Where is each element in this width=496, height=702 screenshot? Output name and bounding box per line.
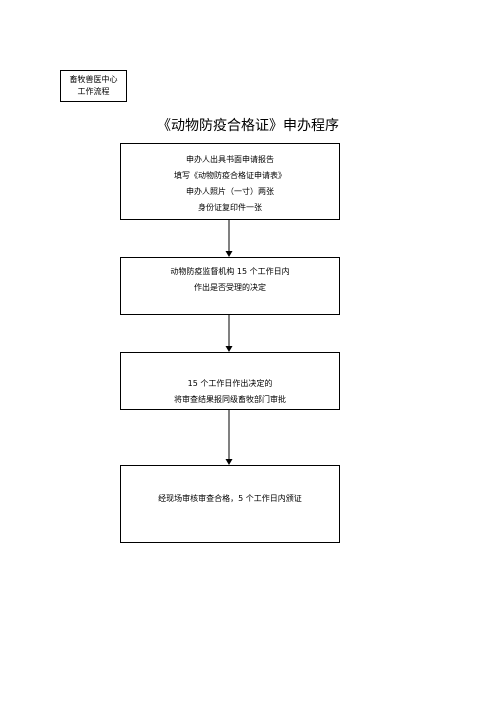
header-line-2: 工作流程 bbox=[77, 87, 110, 96]
step-2-line-1: 动物防疫监督机构 15 个工作日内 bbox=[170, 267, 290, 276]
step-box-3: 15 个工作日作出决定的 将审查结果报同级畜牧部门审批 bbox=[120, 352, 340, 410]
step-1-line-2: 填写《动物防疫合格证申请表》 bbox=[174, 171, 286, 180]
step-3-line-1: 15 个工作日作出决定的 bbox=[187, 379, 273, 388]
step-box-2: 动物防疫监督机构 15 个工作日内 作出是否受理的决定 bbox=[120, 257, 340, 315]
step-1-line-3: 申办人照片（一寸）两张 bbox=[186, 187, 274, 196]
arrow-2-head bbox=[225, 346, 233, 352]
step-3-line-2: 将审查结果报同级畜牧部门审批 bbox=[174, 395, 286, 404]
step-1-line-1: 申办人出具书面申请报告 bbox=[186, 155, 274, 164]
step-2-line-2: 作出是否受理的决定 bbox=[194, 283, 266, 292]
arrow-1 bbox=[225, 220, 233, 257]
header-box: 畜牧兽医中心 工作流程 bbox=[60, 70, 127, 102]
arrow-3-head bbox=[225, 459, 233, 465]
header-line-1: 畜牧兽医中心 bbox=[69, 75, 118, 84]
page-title: 《动物防疫合格证》申办程序 bbox=[157, 118, 339, 134]
arrow-1-head bbox=[225, 251, 233, 257]
arrow-2 bbox=[225, 315, 233, 352]
arrow-3 bbox=[225, 410, 233, 465]
step-box-1: 申办人出具书面申请报告 填写《动物防疫合格证申请表》 申办人照片（一寸）两张 身… bbox=[120, 143, 340, 220]
step-box-4: 经现场审核审查合格，5 个工作日内颁证 bbox=[120, 465, 340, 543]
step-4-line-1: 经现场审核审查合格，5 个工作日内颁证 bbox=[158, 494, 302, 503]
step-1-line-4: 身份证复印件一张 bbox=[198, 203, 262, 212]
